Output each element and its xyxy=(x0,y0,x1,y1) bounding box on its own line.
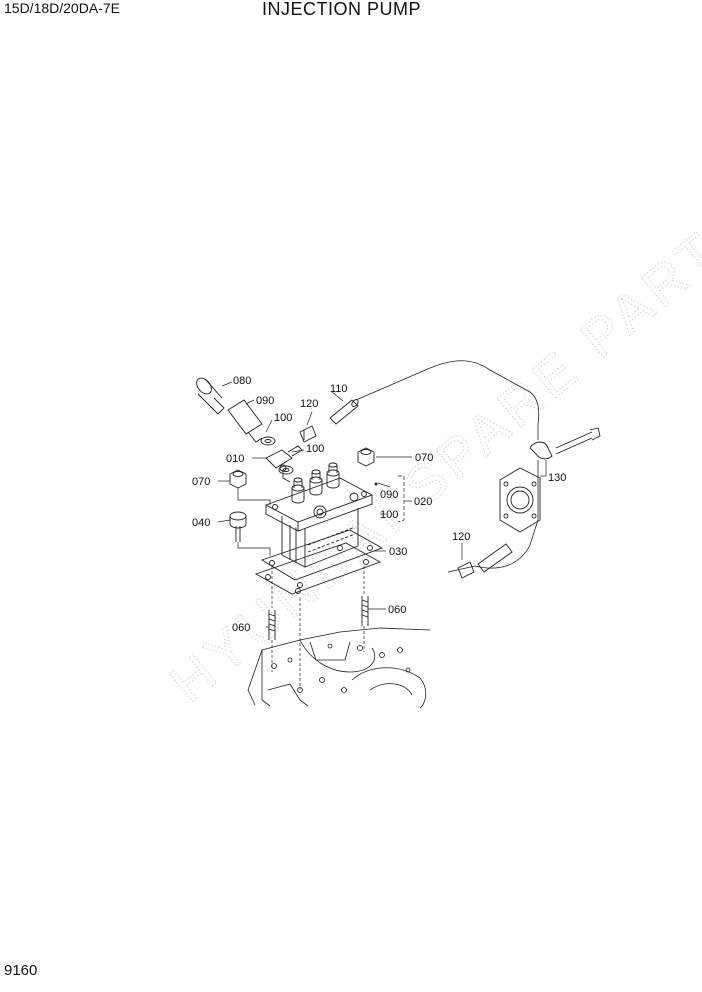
callout-010: 010 xyxy=(226,453,244,465)
nut-070-left xyxy=(229,469,247,489)
model-code: 15D/18D/20DA-7E xyxy=(4,0,120,16)
callout-100-top: 100 xyxy=(274,412,292,424)
callout-040: 040 xyxy=(192,517,210,529)
callout-110: 110 xyxy=(330,383,348,395)
nut-070-right xyxy=(357,447,375,467)
callout-060-right: 060 xyxy=(388,604,406,616)
stud-060-left xyxy=(268,610,276,640)
bracket-130 xyxy=(529,427,601,460)
fuel-line xyxy=(355,360,540,573)
callout-100-right: 100 xyxy=(380,509,398,521)
marker-dot xyxy=(374,482,378,486)
callout-060-left: 060 xyxy=(232,622,250,634)
gasket xyxy=(254,529,384,595)
callout-020: 020 xyxy=(414,496,432,508)
callout-120-top: 120 xyxy=(300,398,318,410)
fuel-hose-110 xyxy=(329,399,359,425)
page-number: 9160 xyxy=(4,962,38,979)
callout-030: 030 xyxy=(389,546,407,558)
bolt-040 xyxy=(229,511,247,542)
stud-060-right xyxy=(361,596,369,626)
callout-120-right: 120 xyxy=(452,531,470,543)
fitting-parts xyxy=(196,377,317,475)
callout-100-mid: 100 xyxy=(306,443,324,455)
hose-clip-120-right xyxy=(457,543,513,579)
callout-070-right: 070 xyxy=(415,452,433,464)
callout-130: 130 xyxy=(548,472,566,484)
pump-body xyxy=(264,462,374,568)
engine-block xyxy=(247,627,431,709)
page-title: INJECTION PUMP xyxy=(262,0,422,19)
flange xyxy=(499,467,541,533)
callout-070-left: 070 xyxy=(192,476,210,488)
callout-090-right: 090 xyxy=(380,489,398,501)
leader-lines xyxy=(217,381,547,690)
callout-090-top: 090 xyxy=(256,395,274,407)
callout-080: 080 xyxy=(233,375,251,387)
